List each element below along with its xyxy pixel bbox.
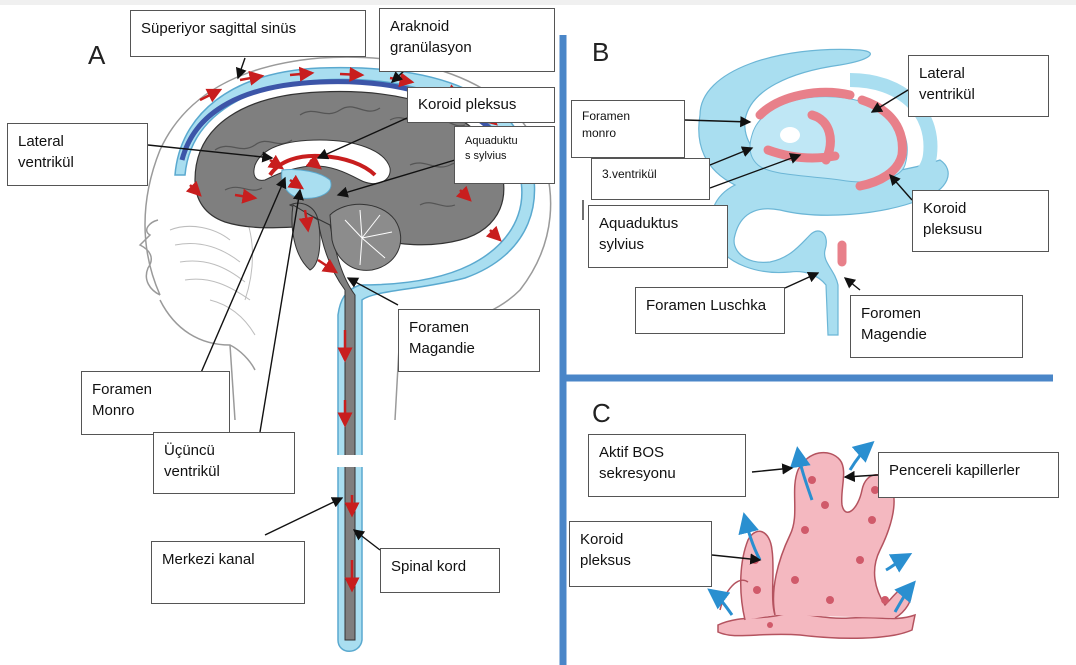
label-aqueduct-b: Aquaduktus sylvius (588, 205, 728, 268)
label-third-ventricle-a: Üçüncü ventrikül (153, 432, 295, 494)
label-foramen-luschka: Foramen Luschka (635, 287, 785, 334)
label-choroid-plexus-c: Koroid pleksus (569, 521, 712, 587)
label-central-canal: Merkezi kanal (151, 541, 305, 604)
label-foramen-monro-a: Foramen Monro (81, 371, 230, 435)
label-arachnoid-granulation: Araknoid granülasyon (379, 8, 555, 72)
foramen-monro-b (780, 127, 800, 143)
label-third-ventricle-b: 3.ventrikül (591, 158, 710, 200)
face-structures (170, 215, 255, 335)
label-fenestrated-capillaries: Pencereli kapillerler (878, 452, 1059, 498)
label-aqueduct-a: Aquaduktu s sylvius (454, 126, 555, 184)
label-lateral-ventricle-a: Lateral ventrikül (7, 123, 148, 186)
panel-letter-c: C (592, 398, 611, 429)
panel-letter-a: A (88, 40, 105, 71)
panel-letter-b: B (592, 37, 609, 68)
label-foramen-magendie-b: Foromen Magendie (850, 295, 1023, 358)
label-choroid-plexus-a: Koroid pleksus (407, 87, 555, 123)
label-superior-sagittal-sinus: Süperiyor sagittal sinüs (130, 10, 366, 57)
label-foramen-magendie-a: Foramen Magandie (398, 309, 540, 372)
spinal-gap (325, 455, 375, 467)
label-active-csf-secretion: Aktif BOS sekresyonu (588, 434, 746, 497)
label-spinal-cord: Spinal kord (380, 548, 500, 593)
label-lateral-ventricle-b: Lateral ventrikül (908, 55, 1049, 117)
label-choroid-plexus-b: Koroid pleksusu (912, 190, 1049, 252)
label-foramen-monro-b: Foramen monro (571, 100, 685, 158)
